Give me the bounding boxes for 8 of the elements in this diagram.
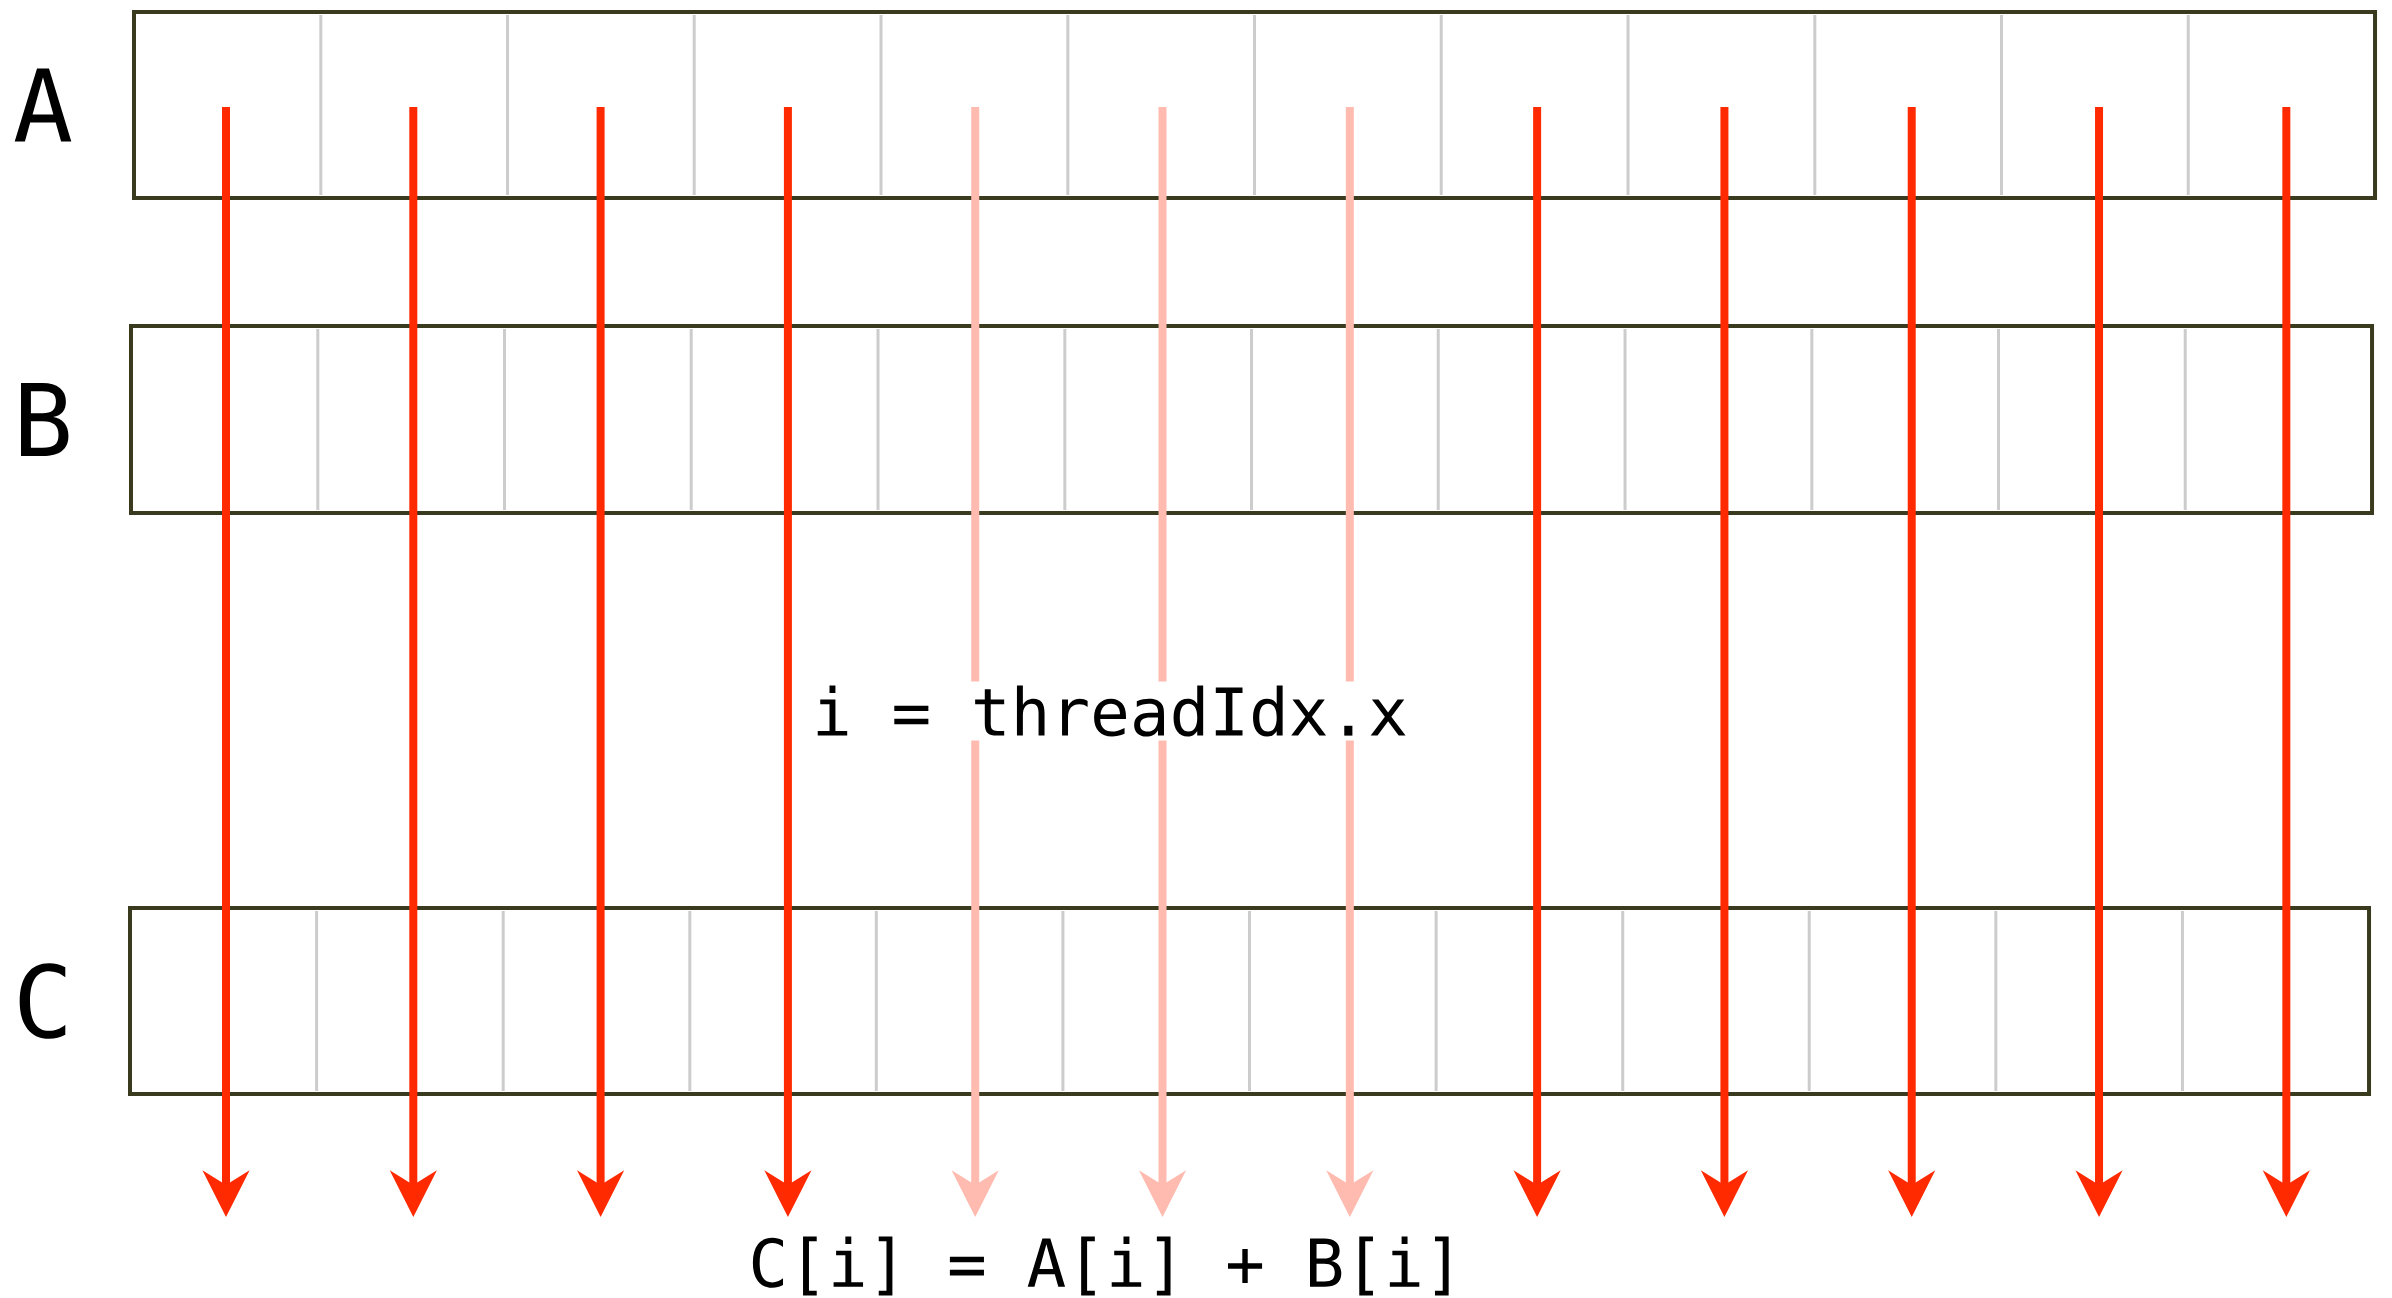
array-box: B	[21, 324, 2375, 515]
node-label: C	[19, 963, 66, 1039]
code-text: C[i] = A[i] + B[i]	[744, 1232, 1468, 1298]
array-box: A	[14, 10, 2378, 200]
node-label: A	[14, 68, 72, 142]
array-box: C	[19, 906, 2372, 1096]
node-label: B	[21, 383, 69, 456]
code-text: i = threadIdx.x	[808, 681, 1413, 741]
